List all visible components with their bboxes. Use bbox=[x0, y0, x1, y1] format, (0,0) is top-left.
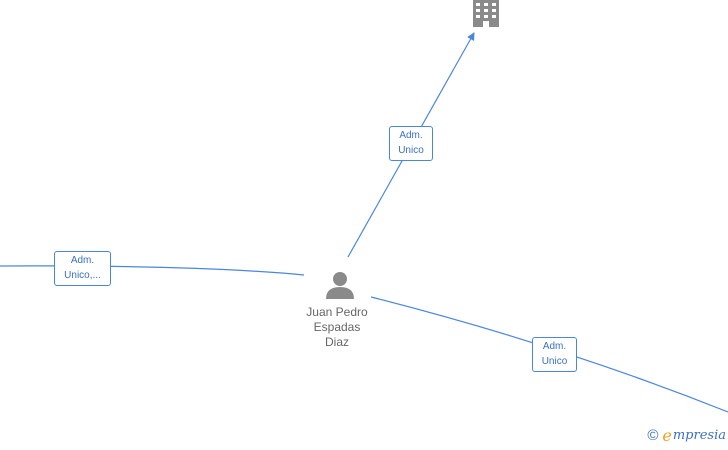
person-name-line-1: Juan Pedro bbox=[306, 305, 368, 319]
brand-initial: e bbox=[662, 426, 672, 445]
edge-label-line-2: Unico,... bbox=[64, 270, 101, 281]
building-icon[interactable] bbox=[470, 0, 502, 33]
edge-label-line-1: Adm. bbox=[70, 255, 95, 266]
person-icon[interactable] bbox=[325, 270, 355, 305]
brand-name: mpresia bbox=[672, 428, 726, 443]
empresia-watermark: © e mpresia bbox=[647, 426, 726, 445]
person-name-line-2: Espadas bbox=[313, 320, 361, 334]
person-name-line-3: Diaz bbox=[324, 335, 349, 349]
copyright-symbol: © bbox=[647, 427, 659, 444]
edge-label-line-1: Adm. bbox=[542, 341, 567, 352]
edge-label-to-right[interactable]: Adm. Unico bbox=[532, 337, 577, 372]
person-name[interactable]: Juan Pedro Espadas Diaz bbox=[287, 305, 387, 350]
edge-label-to-left[interactable]: Adm. Unico,... bbox=[54, 251, 111, 286]
edge-label-line-2: Unico bbox=[541, 356, 568, 367]
edge-label-line-1: Adm. bbox=[399, 130, 423, 141]
edge-to-left bbox=[0, 265, 305, 276]
edge-label-to-company[interactable]: Adm. Unico bbox=[389, 126, 433, 161]
edge-label-line-2: Unico bbox=[398, 145, 424, 156]
